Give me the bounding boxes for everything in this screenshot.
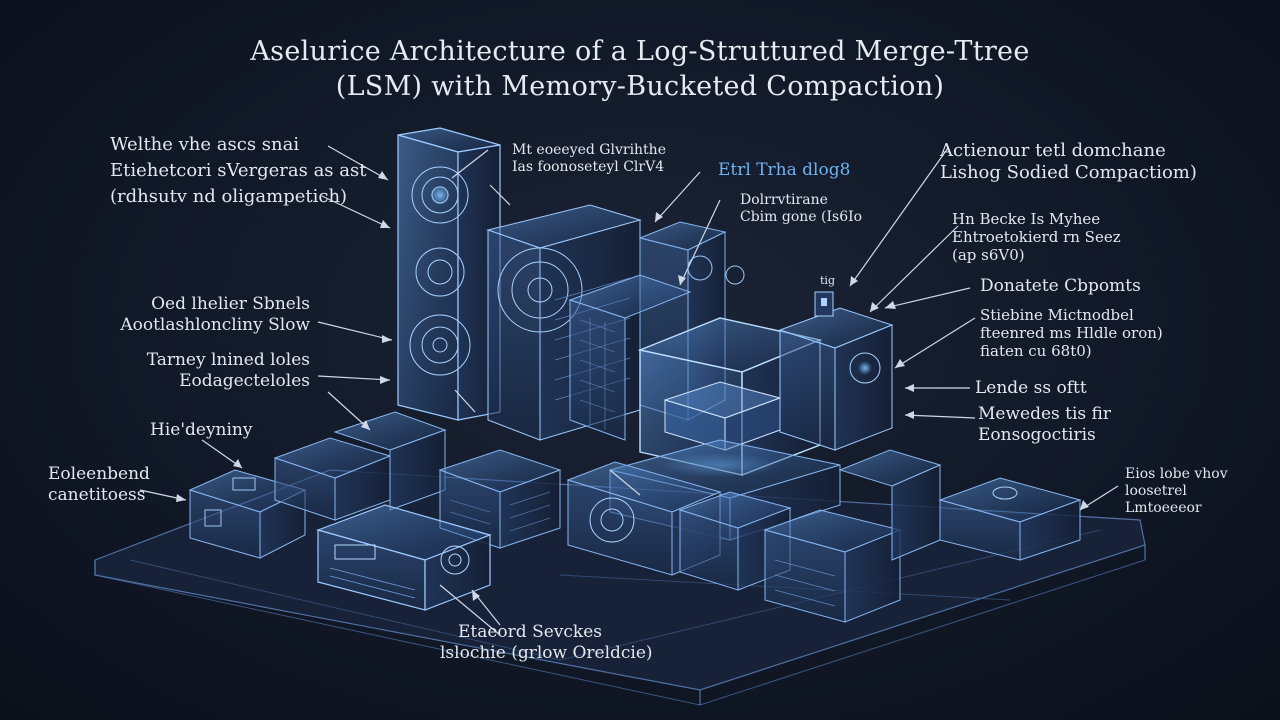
arrowheads (176, 171, 1089, 601)
label-top-center: Mt eoeeyed Glvrihthe Ias foonoseteyl Clr… (512, 142, 666, 175)
label-left-mid-1: Oed lhelier Sbnels Aootlashloncliny Slow (120, 294, 310, 335)
label-right-5: Mewedes tis fir Eonsogoctiris (978, 404, 1112, 445)
compaction-engine-block (778, 291, 894, 451)
label-right-4: Lende ss oftt (975, 378, 1087, 398)
label-right-3: Stiebine Mictnodbel fteenred ms Hldle or… (980, 306, 1163, 360)
label-right-low: Eios lobe vhov loosetrel Lmtoeeeor (1125, 466, 1228, 516)
label-right-1: Hn Becke Is Myhee Ehtroetokierd rn Seez … (952, 210, 1121, 264)
label-left-mid-2: Tarney lnined loles Eodagecteloles (146, 350, 310, 391)
memory-block-left (188, 469, 307, 559)
label-left-header: Welthe vhe ascs snai Etiehetcori sVerger… (110, 134, 367, 207)
label-bottom: Etaeord Sevckes lslochie (grlow Oreldcie… (440, 622, 653, 663)
sstable-block-row-right (678, 449, 942, 623)
label-right-small: tig (820, 274, 835, 287)
memtable-block-front (316, 504, 492, 611)
leader-lines (139, 145, 1119, 636)
diagram-title: Aselurice Architecture of a Log-Struttur… (0, 34, 1280, 104)
label-right-2: Donatete Cbpomts (980, 276, 1141, 296)
label-left-low-1: Hie'deyniny (150, 420, 253, 440)
label-center-right: Dolrrvtirane Cbim gone (Is6Io (740, 192, 863, 225)
label-left-low-2: Eoleenbend canetitoess (48, 464, 150, 505)
label-right-header: Actienour tetl domchane Lishog Sodied Co… (940, 140, 1197, 183)
title-line-2: (LSM) with Memory-Bucketed Compaction) (335, 71, 945, 102)
bucket-grid-block (568, 274, 692, 441)
label-top-blue: Etrl Trha dlog8 (718, 160, 851, 180)
write-ahead-log-tower (397, 127, 501, 421)
disk-level-block (938, 477, 1082, 561)
title-line-1: Aselurice Architecture of a Log-Struttur… (250, 36, 1030, 67)
